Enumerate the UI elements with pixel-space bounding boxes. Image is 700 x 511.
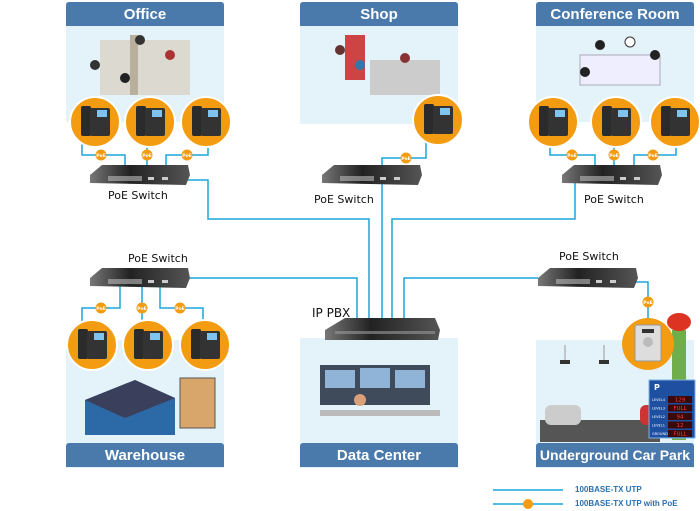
parking-row: LEVEL3 FULL	[652, 404, 692, 412]
carpark-title: Underground Car Park	[536, 443, 694, 467]
parking-row: LEVEL1 12	[652, 421, 692, 429]
svg-text:PoE: PoE	[567, 153, 576, 159]
svg-text:PoE: PoE	[182, 153, 191, 159]
ip-phone-conference	[649, 96, 700, 148]
svg-text:GROUND: GROUND	[652, 432, 668, 436]
warehouse-scene	[85, 377, 216, 435]
legend-label-poe: 100BASE-TX UTP with PoE	[575, 499, 678, 508]
poe-switch-conference	[562, 165, 662, 185]
ip-phone-warehouse	[179, 319, 231, 371]
backbone-wires	[185, 176, 576, 320]
svg-text:PoE: PoE	[137, 306, 146, 312]
parking-row: LEVEL4 129	[652, 396, 692, 404]
shop-title: Shop	[300, 2, 458, 26]
wire-office-pbx	[188, 179, 370, 320]
poe-badge-icon: PoE	[608, 149, 620, 161]
svg-text:PoE: PoE	[401, 156, 410, 162]
svg-text:LEVEL1: LEVEL1	[652, 424, 665, 428]
poe-badge-icon: PoE	[95, 302, 107, 314]
poe-badge-icon: PoE	[95, 149, 107, 161]
wire-conference-pbx	[391, 180, 576, 320]
svg-text:12: 12	[677, 423, 684, 429]
legend-label-utp: 100BASE-TX UTP	[575, 485, 642, 494]
svg-text:129: 129	[675, 398, 686, 404]
datacenter-title: Data Center	[300, 443, 458, 467]
svg-text:FULL: FULL	[673, 432, 687, 438]
svg-text:LEVEL3: LEVEL3	[652, 407, 665, 411]
parking-icon: P	[654, 383, 660, 392]
poe-badge-icon: PoE	[566, 149, 578, 161]
svg-text:PoE: PoE	[175, 306, 184, 312]
ip-phone-shop	[412, 94, 464, 146]
svg-text:PoE: PoE	[96, 153, 105, 159]
parking-row: LEVEL2 94	[652, 413, 692, 421]
parking-row: GROUND FULL	[652, 430, 692, 438]
ip-pbx-label: IP PBX	[312, 306, 351, 320]
poe-switch-carpark	[538, 268, 638, 288]
svg-text:94: 94	[677, 415, 684, 421]
poe-badge-icon: PoE	[647, 149, 659, 161]
ip-phone-conference	[527, 96, 579, 148]
intercom-device	[622, 318, 674, 370]
conference-switch-label: PoE Switch	[584, 193, 644, 206]
poe-badge-icon: PoE	[400, 152, 412, 164]
poe-badge-icon: PoE	[174, 302, 186, 314]
ip-phone-warehouse	[122, 319, 174, 371]
legend-poe-badge-icon	[523, 499, 533, 509]
svg-text:FULL: FULL	[673, 406, 687, 412]
datacenter-scene	[320, 365, 440, 416]
poe-switch-warehouse	[90, 268, 190, 288]
poe-switch-office	[90, 165, 190, 185]
office-switch-label: PoE Switch	[108, 189, 168, 202]
svg-text:LEVEL2: LEVEL2	[652, 415, 665, 419]
shop-switch-label: PoE Switch	[314, 193, 374, 206]
svg-text:PoE: PoE	[609, 153, 618, 159]
wire-warehouse-pbx	[185, 277, 358, 320]
legend	[493, 489, 563, 509]
poe-badge-icon: PoE	[136, 302, 148, 314]
ip-phone-office	[124, 96, 176, 148]
poe-switch-shop	[322, 165, 422, 185]
ip-phone-warehouse	[66, 319, 118, 371]
office-title: Office	[66, 2, 224, 26]
svg-text:LEVEL4: LEVEL4	[652, 398, 666, 402]
ip-phone-conference	[590, 96, 642, 148]
office-scene	[90, 35, 190, 95]
warehouse-title: Warehouse	[66, 443, 224, 467]
ip-phone-office	[180, 96, 232, 148]
svg-text:PoE: PoE	[96, 306, 105, 312]
ip-phone-office	[69, 96, 121, 148]
poe-badge-icon: PoE	[642, 296, 654, 308]
wire-carpark-pbx	[403, 277, 538, 320]
svg-text:PoE: PoE	[643, 300, 652, 306]
svg-text:PoE: PoE	[648, 153, 657, 159]
carpark-switch-label: PoE Switch	[559, 250, 619, 263]
poe-badge-icon: PoE	[141, 149, 153, 161]
shop-scene	[335, 35, 440, 95]
poe-badge-icon: PoE	[181, 149, 193, 161]
ip-pbx-device	[325, 318, 440, 340]
conference-scene	[579, 36, 661, 86]
svg-text:PoE: PoE	[142, 153, 151, 159]
conference-title: Conference Room	[536, 2, 694, 26]
warehouse-switch-label: PoE Switch	[128, 252, 188, 265]
